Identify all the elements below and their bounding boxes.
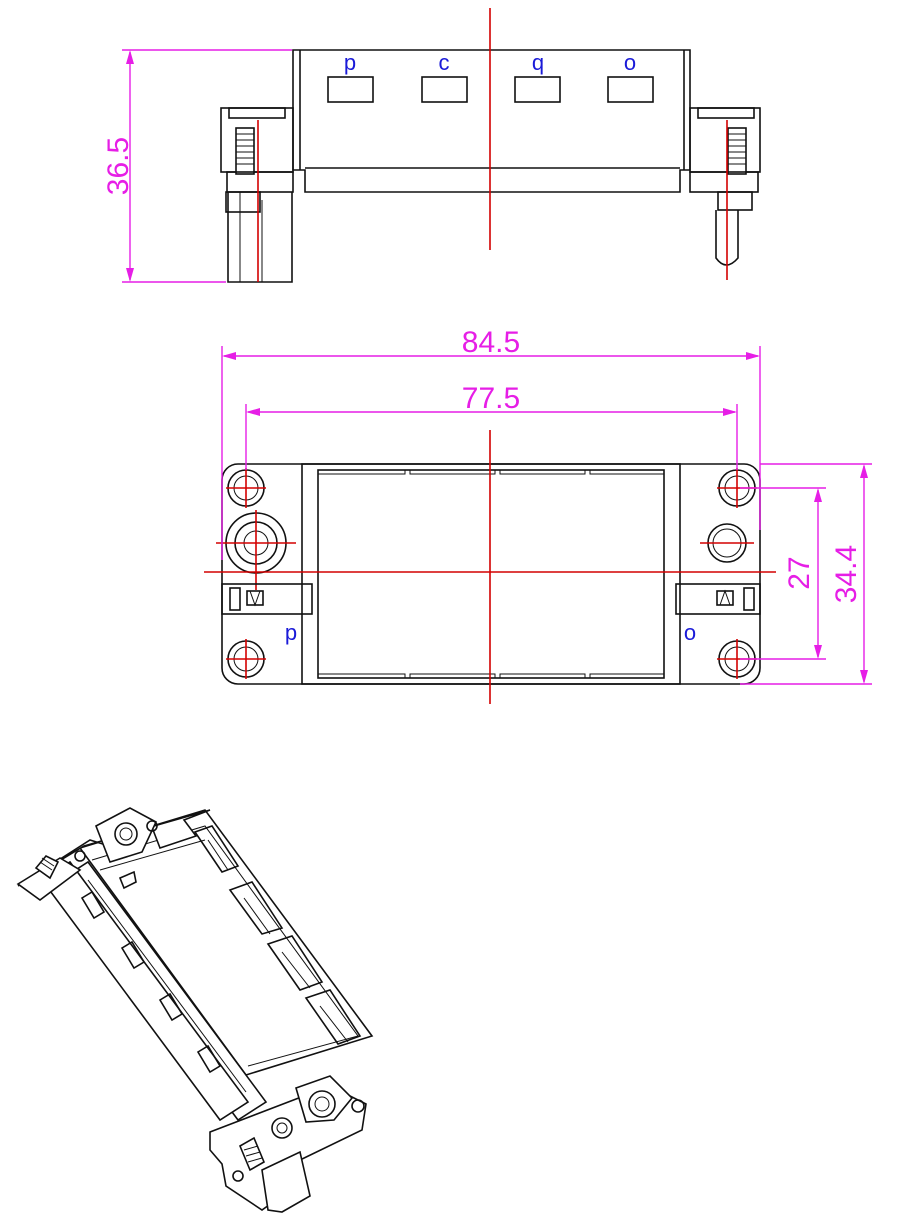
dim-side-height: 36.5 (102, 49, 292, 283)
isometric-view (16, 807, 374, 1213)
side-slot-window-4 (607, 76, 654, 103)
iso-back-slots (193, 825, 362, 1045)
side-frame-outline (292, 49, 691, 193)
side-slot-window-1 (327, 76, 374, 103)
dim-hole-spacing-height: 27 (740, 487, 826, 660)
dim-overall-height: 34.4 (740, 463, 872, 685)
top-guide-pin-left (216, 510, 296, 590)
top-screw-bottom-left (226, 639, 266, 679)
top-housing-inner (317, 469, 665, 679)
top-guide-pin-right (700, 523, 754, 563)
top-lock-right (675, 583, 761, 615)
top-slot-label-right: o (684, 620, 696, 645)
top-notch-lines (318, 470, 664, 678)
top-screw-top-left (226, 468, 266, 508)
dim-side-height-label: 36.5 (102, 137, 135, 195)
dim-overall-height-label: 34.4 (830, 545, 863, 603)
iso-end-block-top (16, 807, 211, 901)
side-view: p c q o (102, 8, 761, 283)
top-housing-outline (301, 463, 681, 685)
top-slot-label-left: p (285, 620, 297, 645)
side-slot-label-2: c (439, 50, 450, 75)
side-slot-label-4: o (624, 50, 636, 75)
dim-hole-spacing-height-label: 27 (783, 556, 816, 589)
dim-overall-width: 84.5 (221, 326, 761, 560)
dim-overall-width-label: 84.5 (462, 326, 520, 359)
side-left-screw-block (220, 107, 294, 283)
side-slot-label-3: q (532, 50, 544, 75)
top-lock-left (221, 583, 313, 615)
iso-end-block-bottom (209, 1075, 367, 1213)
side-slot-window-2 (421, 76, 468, 103)
side-right-screw-block (689, 107, 761, 266)
dim-hole-spacing-width-label: 77.5 (462, 382, 520, 415)
side-slot-label-1: p (344, 50, 356, 75)
top-view: p o 84.5 77.5 (204, 326, 872, 704)
iso-front-slots (80, 890, 222, 1074)
dim-hole-spacing-width: 77.5 (245, 382, 738, 470)
side-slot-window-3 (514, 76, 561, 103)
